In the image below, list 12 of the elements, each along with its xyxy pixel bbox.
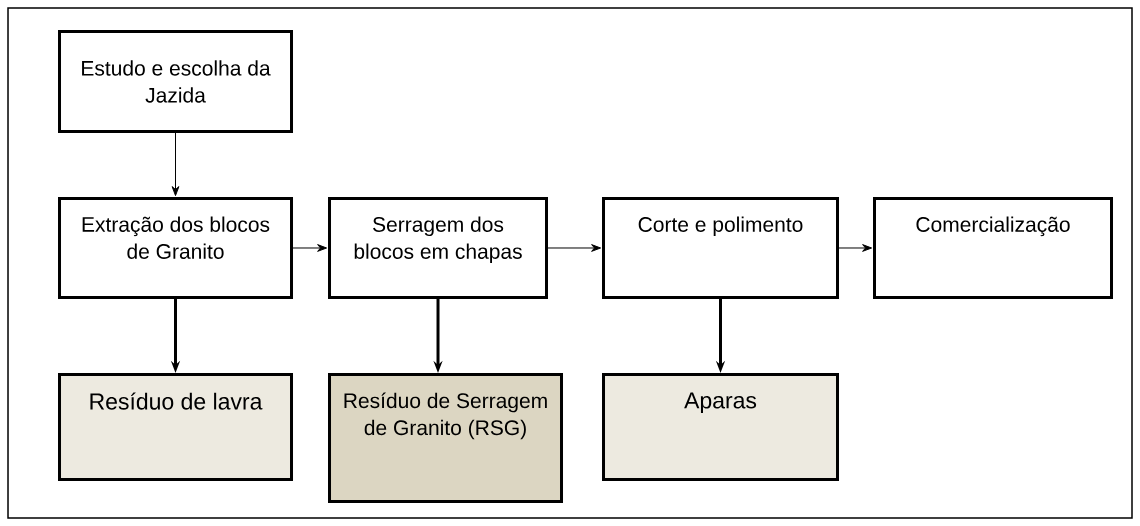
process-box: Corte e polimento: [602, 197, 839, 299]
process-box: Serragem dos blocos em chapas: [328, 197, 548, 299]
residue-box: Resíduo de lavra: [58, 373, 293, 481]
process-box: Comercialização: [873, 197, 1113, 299]
process-box: Extração dos blocos de Granito: [58, 197, 293, 299]
residue-box: Resíduo de Serragem de Granito (RSG): [328, 373, 563, 503]
process-box: Estudo e escolha da Jazida: [58, 30, 293, 133]
arrow: [292, 244, 328, 252]
residue-box: Aparas: [602, 373, 839, 481]
arrow: [838, 244, 873, 252]
arrow: [171, 132, 180, 197]
arrow: [547, 244, 602, 252]
